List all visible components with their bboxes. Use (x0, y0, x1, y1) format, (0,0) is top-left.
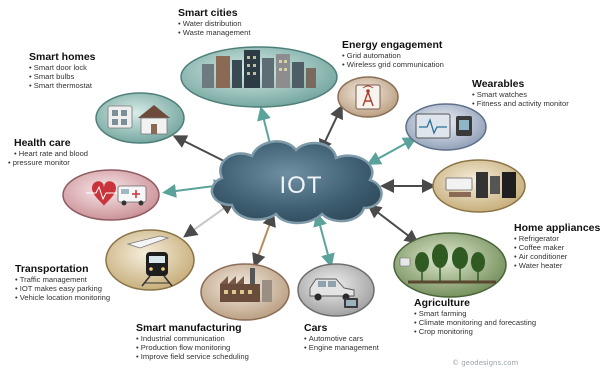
feature-item: Industrial communication (136, 334, 249, 344)
category-title: Energy engagement (342, 39, 443, 51)
feature-list: Industrial communication Production flow… (136, 334, 249, 362)
feature-item: Production flow monitoring (136, 343, 249, 353)
category-title: Smart cities (178, 7, 238, 19)
category-smart-cities: Smart cities Water distribution Waste ma… (178, 7, 250, 38)
category-title: Smart manufacturing (136, 322, 242, 334)
feature-item: IOT makes easy parking (15, 284, 110, 294)
feature-item: Wireless grid communication (342, 60, 444, 70)
category-smart-manufacturing: Smart manufacturing Industrial communica… (136, 322, 249, 362)
feature-item: Coffee maker (514, 243, 600, 253)
wearables-bubble (405, 103, 487, 151)
arrow-wearables (366, 137, 418, 165)
cars-bubble (297, 263, 375, 317)
feature-item: Smart farming (414, 309, 536, 319)
smart-cities-bubble (180, 46, 338, 108)
feature-list: Grid automation Wireless grid communicat… (342, 51, 444, 70)
feature-item: Improve field service scheduling (136, 352, 249, 362)
feature-list: Smart watches Fitness and activity monit… (472, 90, 569, 109)
category-agriculture: Agriculture Smart farming Climate monito… (414, 297, 536, 337)
watermark: © geodesigns.com (452, 359, 519, 367)
plants-icon (399, 244, 496, 284)
factory-icon (220, 268, 272, 302)
feature-item: Crop monitoring (414, 327, 536, 337)
feature-item: Water distribution (178, 19, 250, 29)
arrow-agriculture (367, 204, 419, 244)
feature-list: Water distribution Waste management (178, 19, 251, 38)
arrow-energy (319, 104, 343, 154)
category-transportation: Transportation Traffic management IOT ma… (15, 263, 110, 303)
wireless-tower-icon (355, 84, 381, 110)
category-title: Health care (14, 137, 71, 149)
health-care-bubble (62, 169, 160, 221)
feature-list: Refrigerator Coffee maker Air conditione… (514, 234, 600, 271)
train-plane-icon (126, 235, 173, 287)
feature-item: Waste management (178, 28, 251, 38)
feature-list: Smart door lock Smart bulbs Smart thermo… (29, 63, 96, 91)
feature-item: Smart watches (472, 90, 569, 100)
category-title: Transportation (15, 263, 89, 275)
car-icon (309, 278, 358, 308)
feature-item: Refrigerator (514, 234, 600, 244)
transportation-bubble (105, 229, 195, 291)
feature-list: Heart rate and blood pressure monitor (13, 149, 88, 168)
category-smart-homes: Smart homes Smart door lock Smart bulbs … (29, 51, 96, 91)
arrow-smart-manufacturing (252, 212, 276, 268)
cloud-label: IOT (280, 172, 323, 199)
category-title: Smart homes (29, 51, 96, 63)
smart-manufacturing-bubble (200, 263, 290, 321)
feature-item: Smart bulbs (29, 72, 96, 82)
house-icon (107, 105, 170, 135)
feature-list: Traffic management IOT makes easy parkin… (15, 275, 110, 303)
heart-ambulance-icon (86, 181, 147, 206)
feature-item: Automotive cars (304, 334, 379, 344)
smart-homes-bubble (95, 92, 185, 144)
feature-item: Vehicle location monitoring (15, 293, 110, 303)
energy-engagement-bubble (337, 76, 399, 118)
arrow-transportation (183, 200, 235, 238)
feature-list: Smart farming Climate monitoring and for… (414, 309, 536, 337)
feature-list: Automotive cars Engine management (304, 334, 379, 353)
feature-item: Smart thermostat (29, 81, 96, 91)
feature-item: Grid automation (342, 51, 444, 61)
appliances-icon (445, 172, 516, 198)
feature-item: Traffic management (15, 275, 110, 285)
feature-item: Climate monitoring and forecasting (414, 318, 536, 328)
category-energy-engagement: Energy engagement Grid automation Wirele… (342, 39, 444, 70)
feature-item: Heart rate and blood (14, 149, 88, 159)
category-health-care: Health care Heart rate and blood pressur… (13, 137, 88, 168)
category-home-appliances: Home appliances Refrigerator Coffee make… (514, 222, 600, 271)
feature-item: Smart door lock (29, 63, 96, 73)
feature-item: Air conditioner (514, 252, 600, 262)
iot-cloud: IOT (210, 140, 383, 225)
category-wearables: Wearables Smart watches Fitness and acti… (472, 78, 569, 109)
agriculture-bubble (393, 232, 507, 298)
category-cars: Cars Automotive cars Engine management (304, 322, 379, 353)
feature-item: Engine management (304, 343, 379, 353)
feature-item: Water heater (514, 261, 600, 271)
feature-item: Fitness and activity monitor (472, 99, 569, 109)
home-appliances-bubble (432, 159, 526, 213)
city-buildings-icon (202, 50, 316, 88)
category-title: Agriculture (414, 297, 471, 309)
category-title: Home appliances (514, 222, 601, 234)
arrow-cars (313, 212, 335, 268)
category-title: Cars (304, 322, 328, 334)
feature-item: pressure monitor (8, 158, 88, 168)
fitness-monitor-icon (415, 113, 472, 139)
category-title: Wearables (472, 78, 525, 90)
